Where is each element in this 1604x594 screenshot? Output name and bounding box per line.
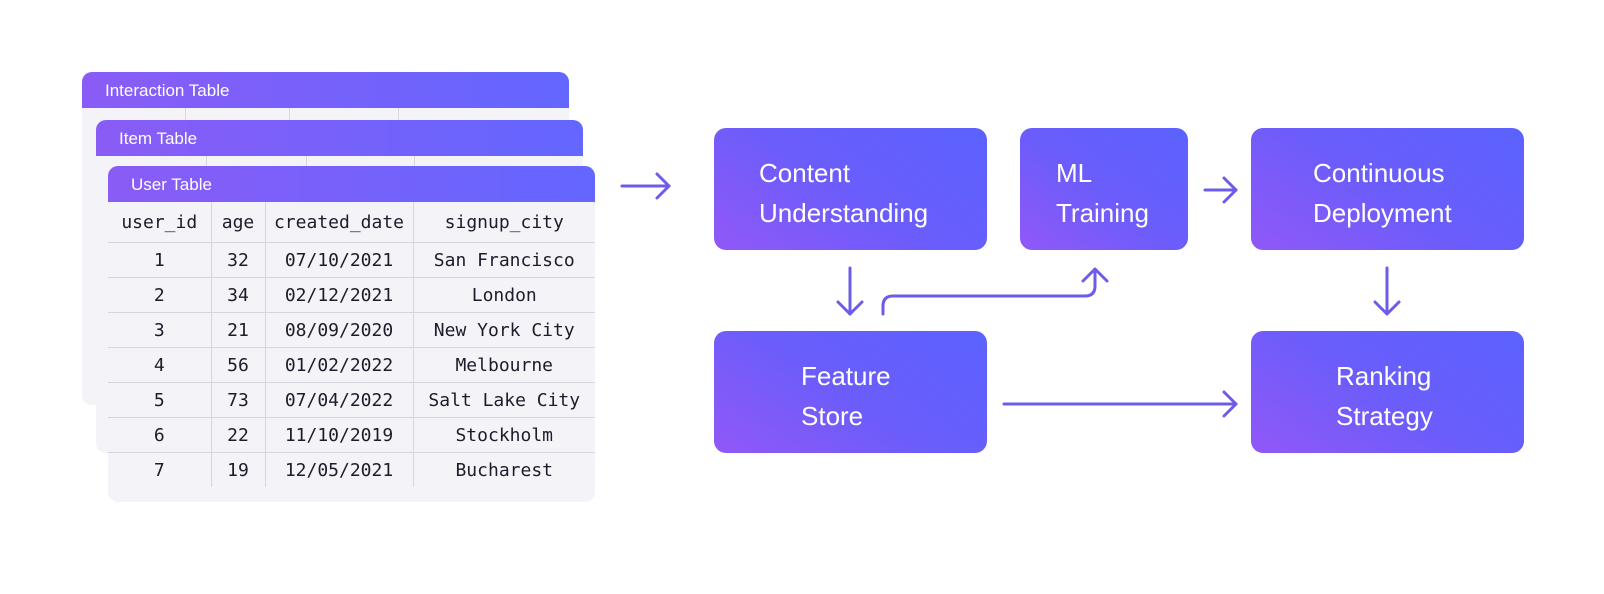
cell-age: 21 (211, 312, 266, 348)
table-row: 7 19 12/05/2021 Bucharest (108, 452, 595, 487)
cell-signup-city: Salt Lake City (413, 382, 595, 418)
cell-user-id: 6 (108, 417, 212, 453)
cell-created-date: 02/12/2021 (265, 277, 414, 313)
cell-signup-city: Stockholm (413, 417, 595, 453)
cell-created-date: 11/10/2019 (265, 417, 414, 453)
cell-age: 56 (211, 347, 266, 383)
cell-created-date: 01/02/2022 (265, 347, 414, 383)
feature-store-node: Feature Store (714, 331, 987, 453)
arrow-tables-to-content-understanding-icon (620, 172, 671, 200)
cell-user-id: 7 (108, 452, 212, 487)
cell-created-date: 07/04/2022 (265, 382, 414, 418)
ml-training-node: ML Training (1020, 128, 1188, 250)
item-table-title: Item Table (96, 120, 583, 156)
table-row: 3 21 08/09/2020 New York City (108, 312, 595, 348)
column-header-created-date: created_date (265, 202, 414, 243)
cell-age: 22 (211, 417, 266, 453)
cell-created-date: 07/10/2021 (265, 242, 414, 278)
cell-created-date: 08/09/2020 (265, 312, 414, 348)
ranking-strategy-node: Ranking Strategy (1251, 331, 1524, 453)
column-header-age: age (211, 202, 266, 243)
arrow-content-understanding-to-feature-store-icon (836, 266, 864, 316)
user-table-title: User Table (108, 166, 595, 202)
cell-signup-city: Melbourne (413, 347, 595, 383)
cell-signup-city: Bucharest (455, 459, 554, 481)
user-table-card: User Table user_id age created_date sign… (108, 166, 595, 502)
arrow-deployment-to-ranking-strategy-icon (1373, 266, 1401, 316)
interaction-table-title: Interaction Table (82, 72, 569, 108)
cell-user-id: 2 (108, 277, 212, 313)
table-row: 5 73 07/04/2022 Salt Lake City (108, 382, 595, 418)
table-row: 2 34 02/12/2021 London (108, 277, 595, 313)
cell-user-id: 4 (108, 347, 212, 383)
table-row: 1 32 07/10/2021 San Francisco (108, 242, 595, 278)
table-row: 6 22 11/10/2019 Stockholm (108, 417, 595, 453)
cell-age: 73 (211, 382, 266, 418)
table-row: 4 56 01/02/2022 Melbourne (108, 347, 595, 383)
cell-age: 19 (211, 452, 266, 487)
cell-user-id: 3 (108, 312, 212, 348)
column-header-signup-city: signup_city (413, 202, 595, 243)
column-header-user-id: user_id (108, 202, 212, 243)
user-table: user_id age created_date signup_city 1 3… (108, 202, 595, 487)
arrow-feature-store-to-ml-training-icon (881, 267, 1109, 316)
cell-user-id: 1 (108, 242, 212, 278)
arrow-ml-training-to-deployment-icon (1203, 176, 1238, 204)
table-header-row: user_id age created_date signup_city (108, 202, 595, 243)
cell-signup-city: New York City (413, 312, 595, 348)
cell-signup-city: London (413, 277, 595, 313)
content-understanding-node: Content Understanding (714, 128, 987, 250)
arrow-feature-store-to-ranking-strategy-icon (1002, 390, 1238, 418)
cell-signup-city: San Francisco (413, 242, 595, 278)
cell-age: 32 (211, 242, 266, 278)
cell-created-date: 12/05/2021 (265, 452, 414, 487)
continuous-deployment-node: Continuous Deployment (1251, 128, 1524, 250)
cell-age: 34 (211, 277, 266, 313)
cell-user-id: 5 (108, 382, 212, 418)
